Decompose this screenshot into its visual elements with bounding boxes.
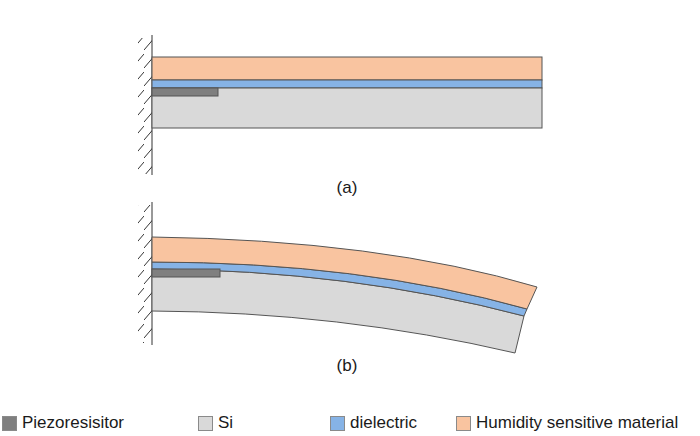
- legend-text: Piezoresisitor: [22, 413, 124, 433]
- legend-swatch: [198, 416, 213, 431]
- legend-swatch: [2, 416, 17, 431]
- panel-label: (b): [337, 356, 358, 376]
- bent-beam: [152, 237, 537, 353]
- legend-text: Humidity sensitive material: [476, 413, 678, 433]
- fixed-wall: [138, 35, 152, 175]
- fixed-wall: [138, 202, 152, 345]
- straight-beam: [152, 57, 542, 128]
- legend-swatch: [330, 416, 345, 431]
- panel-label: (a): [337, 178, 358, 198]
- legend-swatch: [456, 416, 471, 431]
- legend-text: Si: [218, 413, 233, 433]
- legend-text: dielectric: [350, 413, 417, 433]
